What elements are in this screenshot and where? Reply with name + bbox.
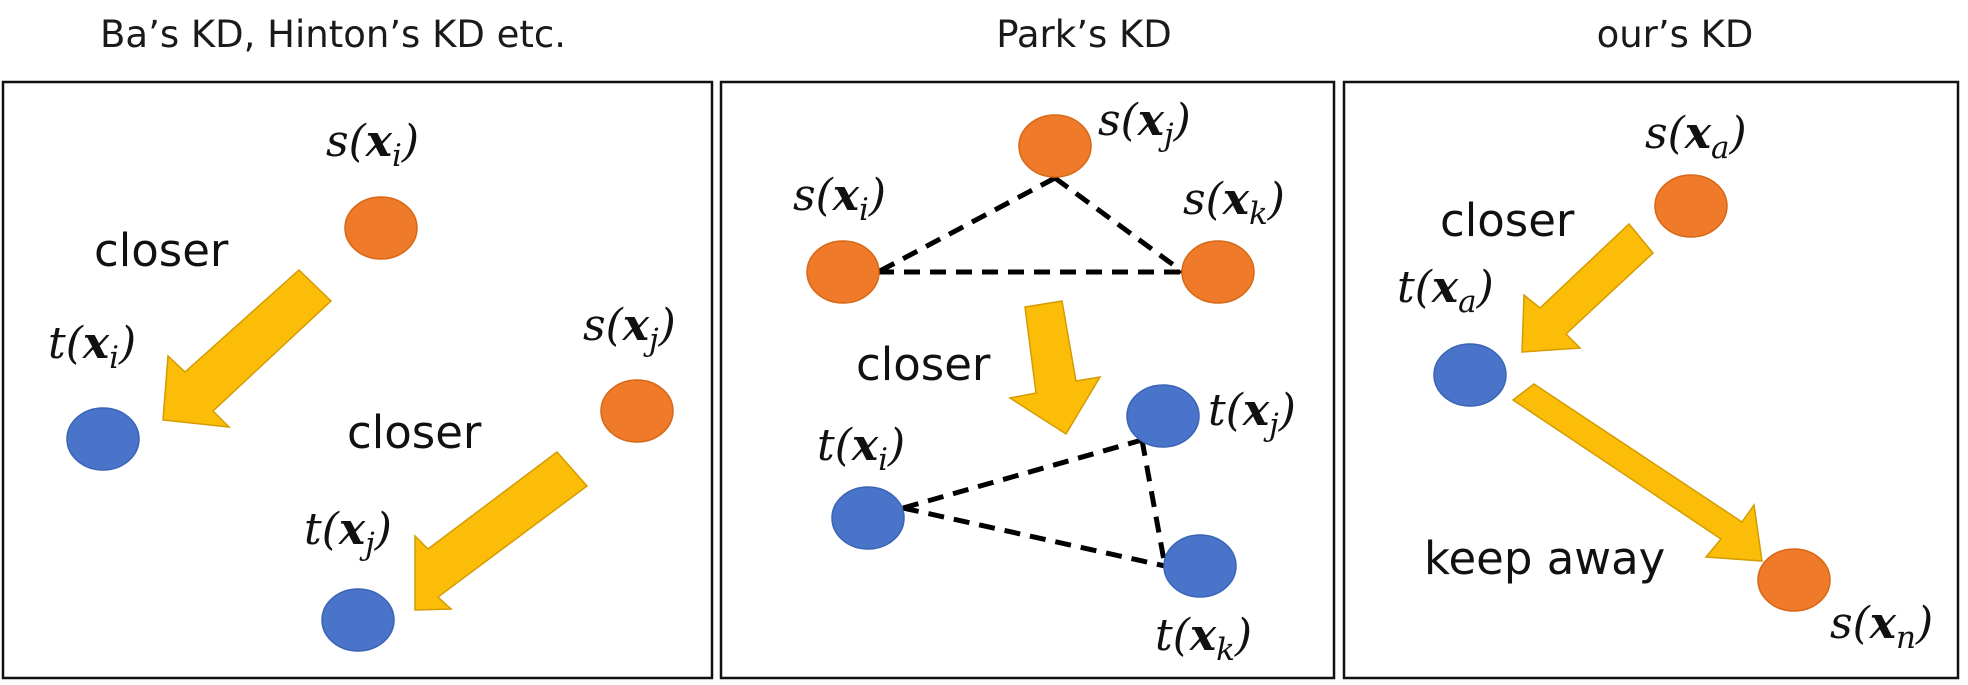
panel-ours-kd: our’s KD closer keep away s(xa) t(xa) s(… <box>1342 13 1960 680</box>
label-t-xj: t(xj) <box>304 504 392 562</box>
label-t-xa: t(xa) <box>1397 262 1494 320</box>
teacher-node-j <box>1126 384 1200 448</box>
student-node-j <box>600 379 674 443</box>
label-s-xk: s(xk) <box>1183 174 1285 232</box>
label-t-xj: t(xj) <box>1208 385 1296 443</box>
student-node-i <box>806 240 880 304</box>
teacher-node-i <box>831 486 905 550</box>
teacher-node-j <box>321 588 395 652</box>
label-t-xi: t(xi) <box>48 318 136 376</box>
student-node-k <box>1181 240 1255 304</box>
student-edge-j-i <box>876 175 1057 275</box>
teacher-edge-i-j <box>902 437 1143 511</box>
panel-bas-kd: Ba’s KD, Hinton’s KD etc. closer closer … <box>1 13 714 680</box>
label-s-xa: s(xa) <box>1645 108 1747 166</box>
label-t-xk: t(xk) <box>1155 610 1252 668</box>
closer-arrow-i <box>162 268 333 428</box>
student-edge-j-k <box>1053 175 1185 275</box>
closer-label-anchor: closer <box>1440 194 1575 247</box>
closer-label-i: closer <box>94 224 229 277</box>
teacher-node-k <box>1163 534 1237 598</box>
label-s-xi: s(xi) <box>793 170 886 228</box>
label-s-xj: s(xj) <box>583 300 676 358</box>
panel-frame-bas-kd <box>1 80 714 680</box>
panel-title-bas-kd: Ba’s KD, Hinton’s KD etc. <box>100 13 566 56</box>
label-t-xi: t(xi) <box>817 420 905 478</box>
closer-arrow-relation <box>1008 300 1102 436</box>
student-node-j <box>1018 114 1092 178</box>
label-s-xn: s(xn) <box>1830 598 1933 656</box>
student-node-n <box>1757 548 1831 612</box>
keep-away-arrow <box>1511 383 1763 562</box>
label-s-xj: s(xj) <box>1098 95 1191 153</box>
teacher-edge-j-k <box>1139 439 1168 567</box>
student-node-a <box>1654 174 1728 238</box>
keep-away-label: keep away <box>1424 532 1665 585</box>
panel-title-ours-kd: our’s KD <box>1597 13 1754 56</box>
closer-arrow-anchor <box>1521 222 1655 353</box>
teacher-edge-i-k <box>902 505 1166 569</box>
closer-label-j: closer <box>347 406 482 459</box>
closer-arrow-j <box>414 450 589 611</box>
closer-label-relation: closer <box>856 338 991 391</box>
label-s-xi: s(xi) <box>326 116 419 174</box>
panel-parks-kd: Park’s KD closer s(xj) s(xi) s(xk) <box>719 13 1336 680</box>
student-node-i <box>344 196 418 260</box>
panel-title-parks-kd: Park’s KD <box>996 13 1172 56</box>
teacher-node-i <box>66 407 140 471</box>
teacher-node-a <box>1433 343 1507 407</box>
